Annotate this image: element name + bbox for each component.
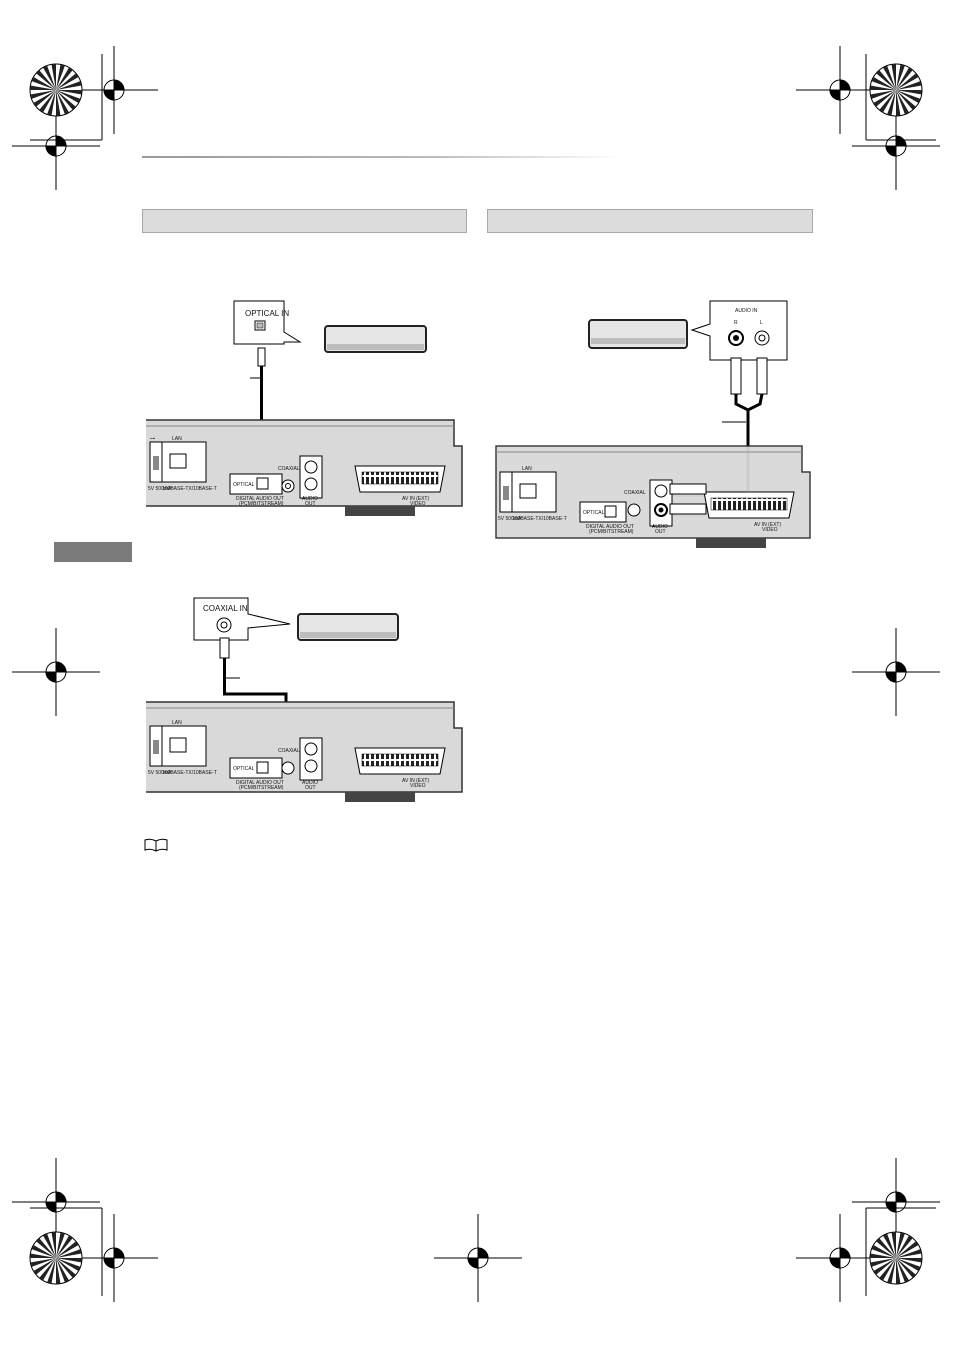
coaxial-connection-diagram: COAXIAL IN LAN 5V 500mA 100BASE-TX/10BAS… bbox=[146, 597, 463, 802]
out-label: OUT bbox=[655, 529, 666, 535]
base-t-label: 100BASE-TX/10BASE-T bbox=[162, 770, 217, 776]
optical-in-callout: OPTICAL IN bbox=[233, 300, 302, 345]
crosshair-mark bbox=[12, 102, 100, 190]
starburst-mark bbox=[869, 63, 923, 117]
starburst-mark bbox=[869, 1231, 923, 1285]
pcm-bitstream-label: (PCM/BITSTREAM) bbox=[239, 785, 284, 791]
amplifier-device bbox=[324, 325, 427, 353]
recorder-rear-panel: ⊶ 5V 500mA LAN 100BASE-TX/10BASE-T OPTIC… bbox=[146, 419, 463, 516]
optical-connection-diagram: OPTICAL IN ⊶ 5V 500mA LAN 100BASE-TX/10B… bbox=[146, 300, 463, 516]
header-rule bbox=[142, 156, 622, 158]
coaxial-port-label: COAXIAL bbox=[624, 490, 646, 496]
coaxial-in-callout: COAXIAL IN bbox=[193, 597, 291, 641]
base-t-label: 100BASE-TX/10BASE-T bbox=[162, 486, 217, 492]
usb-power-label: 5V 500mA bbox=[498, 516, 522, 522]
lan-label: LAN bbox=[522, 466, 532, 472]
av-in-ext-label: AV IN (EXT) bbox=[402, 778, 429, 784]
crosshair-mark bbox=[12, 1158, 100, 1246]
optical-port-label: OPTICAL bbox=[233, 766, 255, 772]
video-label: VIDEO bbox=[410, 501, 426, 507]
av-in-ext-label: AV IN (EXT) bbox=[754, 522, 781, 528]
recorder-rear-panel: LAN 5V 500mA 100BASE-TX/10BASE-T OPTICAL… bbox=[146, 701, 463, 802]
side-tab bbox=[54, 542, 132, 562]
audio-out-label: AUDIO bbox=[302, 780, 318, 786]
audio-out-label: AUDIO bbox=[652, 524, 668, 530]
digital-audio-out-label: DIGITAL AUDIO OUT bbox=[236, 780, 284, 786]
optical-in-label: OPTICAL IN bbox=[245, 309, 289, 318]
video-label: VIDEO bbox=[762, 527, 778, 533]
section-bar-right bbox=[487, 209, 813, 233]
video-label: VIDEO bbox=[410, 783, 426, 789]
crosshair-mark bbox=[70, 1214, 158, 1302]
amplifier-device bbox=[297, 613, 399, 641]
usb-power-label: 5V 500mA bbox=[148, 486, 172, 492]
crosshair-mark bbox=[796, 1214, 884, 1302]
crosshair-mark bbox=[852, 1158, 940, 1246]
base-t-label: 100BASE-TX/10BASE-T bbox=[512, 516, 567, 522]
book-icon bbox=[144, 838, 168, 852]
crosshair-mark bbox=[852, 102, 940, 190]
amplifier-device bbox=[588, 319, 688, 349]
audio-in-label: AUDIO IN bbox=[735, 308, 758, 314]
coaxial-port-label: COAXIAL bbox=[278, 466, 300, 472]
coaxial-port-label: COAXIAL bbox=[278, 748, 300, 754]
crosshair-mark bbox=[434, 1214, 522, 1302]
lan-label: LAN bbox=[172, 436, 182, 442]
optical-port-label: OPTICAL bbox=[583, 510, 605, 516]
crosshair-mark bbox=[12, 628, 100, 716]
digital-audio-out-label: DIGITAL AUDIO OUT bbox=[236, 496, 284, 502]
usb-power-label: 5V 500mA bbox=[148, 770, 172, 776]
svg-text:⊶: ⊶ bbox=[150, 436, 155, 442]
crosshair-mark bbox=[852, 628, 940, 716]
audio-in-callout: AUDIO IN R L bbox=[690, 300, 788, 361]
audio-in-connection-diagram: AUDIO IN R L LAN 5V 500mA 100BASE-TX/10B… bbox=[495, 300, 811, 548]
digital-audio-out-label: DIGITAL AUDIO OUT bbox=[586, 524, 634, 530]
crosshair-mark bbox=[796, 46, 884, 134]
optical-port-label: OPTICAL bbox=[233, 482, 255, 488]
audio-in-l-label: L bbox=[760, 320, 763, 326]
starburst-mark bbox=[29, 63, 83, 117]
audio-in-r-label: R bbox=[734, 320, 738, 326]
crosshair-mark bbox=[70, 46, 158, 134]
out-label: OUT bbox=[305, 501, 316, 507]
lan-label: LAN bbox=[172, 720, 182, 726]
pcm-bitstream-label: (PCM/BITSTREAM) bbox=[589, 529, 634, 535]
coaxial-in-label: COAXIAL IN bbox=[203, 604, 248, 613]
section-bar-left bbox=[142, 209, 467, 233]
out-label: OUT bbox=[305, 785, 316, 791]
av-in-ext-label: AV IN (EXT) bbox=[402, 496, 429, 502]
recorder-rear-panel: LAN 5V 500mA 100BASE-TX/10BASE-T OPTICAL… bbox=[495, 445, 811, 548]
starburst-mark bbox=[29, 1231, 83, 1285]
audio-out-label: AUDIO bbox=[302, 496, 318, 502]
pcm-bitstream-label: (PCM/BITSTREAM) bbox=[239, 501, 284, 507]
